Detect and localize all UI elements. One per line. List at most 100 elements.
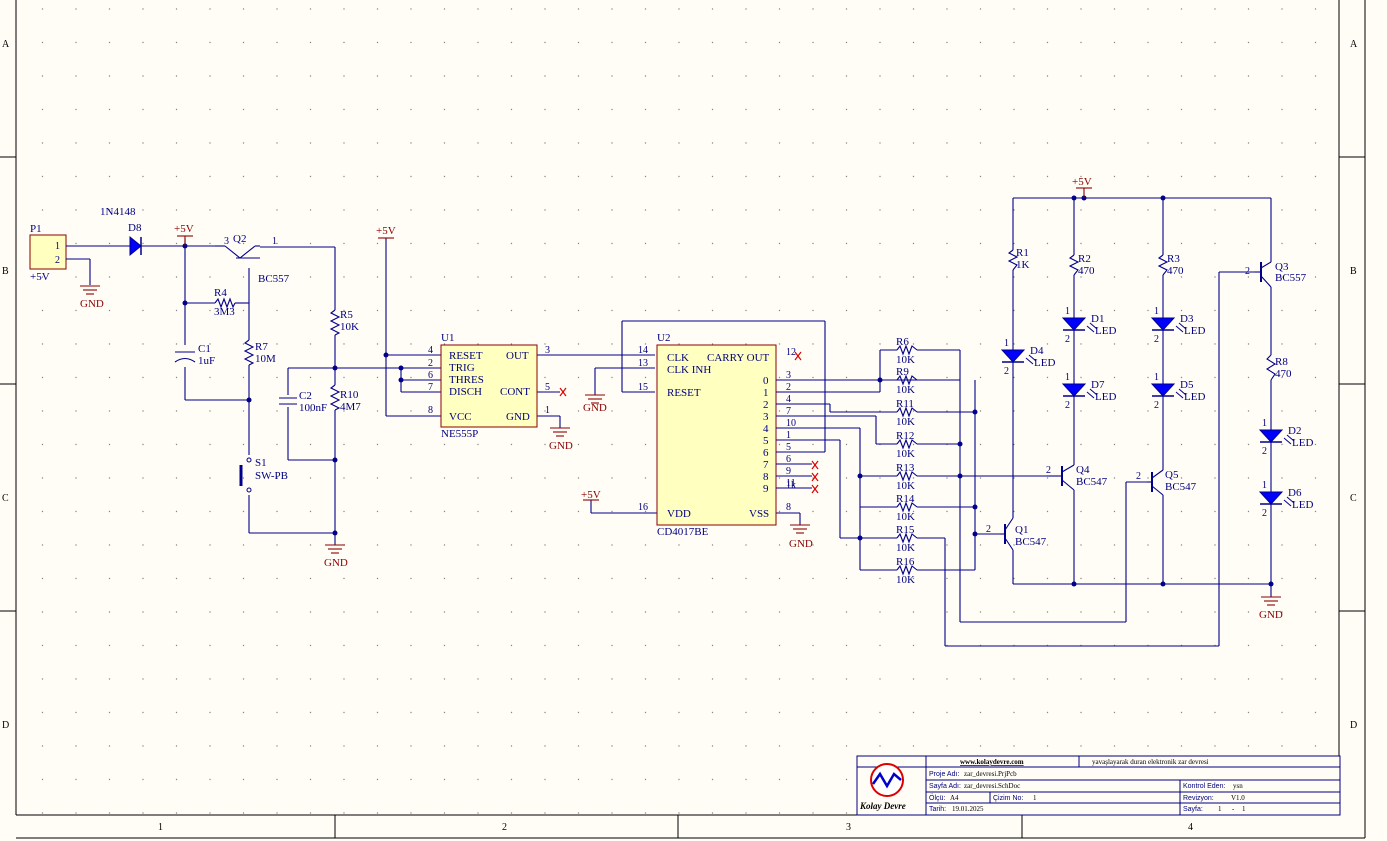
u2-output-pin-num: 10 <box>786 418 796 429</box>
u2-pin-num: 16 <box>638 502 648 513</box>
page-label: Sayfa Adı: <box>929 783 961 790</box>
u2-output-label: 8 <box>763 471 769 483</box>
checked-label: Kontrol Eden: <box>1183 783 1225 790</box>
page-value: zar_devresi.SchDoc <box>964 782 1020 790</box>
capacitor-c1[interactable]: C1 1uF <box>174 343 215 367</box>
transistor-q3[interactable]: Q3 BC557 2 <box>1245 261 1307 288</box>
resistor-r2[interactable]: R2 470 <box>1068 253 1095 277</box>
led-triangle <box>1150 317 1176 331</box>
led-light-arrow <box>1089 322 1098 330</box>
u2-output-label: 9 <box>763 483 769 495</box>
vcc-label: +5V <box>174 223 194 235</box>
transistor-q2[interactable]: Q2 3 1 BC557 <box>224 233 290 285</box>
u1-pin-num: 6 <box>428 370 433 381</box>
led-pin-num: 1 <box>1004 338 1009 349</box>
q3-pin2: 2 <box>1245 266 1250 277</box>
u1-pin-thres: THRES <box>449 374 484 386</box>
q2-pin3: 3 <box>224 236 229 247</box>
led-pin-num: 2 <box>1154 400 1159 411</box>
led-light-arrow <box>1025 357 1034 365</box>
gnd-label: GND <box>549 440 573 452</box>
c2-value: 100nF <box>299 402 327 414</box>
zone-row-label: D <box>1350 720 1357 731</box>
resistor-r4[interactable]: R4 3M3 <box>214 287 236 318</box>
gnd-symbol: GND <box>80 285 104 310</box>
led-light-arrow <box>1283 437 1292 445</box>
u2-output-label: 0 <box>763 375 769 387</box>
gnd-label: GND <box>1259 609 1283 621</box>
resistor-r10[interactable]: R10 4M7 <box>329 384 361 413</box>
sheet-total: 1 <box>1242 805 1246 813</box>
p1-value: +5V <box>30 271 50 283</box>
switch-s1[interactable]: S1 SW-PB <box>239 455 288 495</box>
logo-text: Kolay Devre <box>859 801 906 811</box>
zone-row-label: B <box>2 266 9 277</box>
resistor-zigzag <box>896 532 918 544</box>
resistor-r7[interactable]: R7 10M <box>243 339 276 366</box>
title-description: yavaşlayarak duran elektronik zar devres… <box>1092 758 1209 766</box>
u2-output-pin-num: 4 <box>786 394 791 405</box>
c1-value: 1uF <box>198 355 215 367</box>
led-pin-num: 2 <box>1065 334 1070 345</box>
transistor-q5[interactable]: Q5 BC547 2 <box>1136 469 1197 496</box>
u2-output-label: 3 <box>763 411 769 423</box>
p1-pin1: 1 <box>55 241 60 252</box>
zone-row-label: A <box>2 39 10 50</box>
led-pin-num: 2 <box>1004 366 1009 377</box>
u2-pin-num: 14 <box>638 345 648 356</box>
q1-ref: Q1 <box>1015 524 1028 536</box>
connector-p1[interactable]: P1 1 2 +5V <box>29 223 67 283</box>
r13-ref: R13 <box>896 462 915 474</box>
led-triangle <box>1258 491 1284 505</box>
r3-ref: R3 <box>1167 253 1180 265</box>
vcc-symbol: +5V <box>1072 176 1092 198</box>
led-light-arrow <box>1028 354 1037 362</box>
r2-ref: R2 <box>1078 253 1091 265</box>
ic-u2-cd4017[interactable]: U2 CD4017BE CLK CLK INH RESET VDD 14 13 … <box>638 332 812 538</box>
ic-u1-ne555[interactable]: U1 NE555P RESET TRIG THRES DISCH VCC 4 2… <box>428 332 550 440</box>
nc-label: 1k <box>786 480 796 491</box>
led-light-arrow <box>1178 388 1187 396</box>
website-link[interactable]: www.kolaydevre.com <box>960 758 1024 766</box>
resistor-r5[interactable]: R5 10K <box>329 309 359 336</box>
u2-output-label: 7 <box>763 459 769 471</box>
led-pin-num: 2 <box>1065 400 1070 411</box>
diode-d8[interactable]: 1N4148 D8 <box>100 206 142 257</box>
u1-pin-cont: CONT <box>500 386 530 398</box>
resistor-r8[interactable]: R8 470 <box>1265 354 1292 381</box>
u2-output-pin-num: 1 <box>786 430 791 441</box>
capacitor-c2[interactable]: C2 100nF <box>279 390 327 414</box>
transistor-q4[interactable]: Q4 BC547 2 <box>1046 464 1108 491</box>
q4-value: BC547 <box>1076 476 1108 488</box>
led-triangle <box>1258 429 1284 443</box>
u2-output-pin-num: 3 <box>786 370 791 381</box>
u2-pin-vss: VSS <box>749 508 769 520</box>
d3-value: LED <box>1184 325 1205 337</box>
r12-value: 10K <box>896 448 915 460</box>
r15-value: 10K <box>896 542 915 554</box>
transistor-q1[interactable]: Q1 BC547 2 <box>986 517 1047 551</box>
r8-ref: R8 <box>1275 356 1288 368</box>
u2-output-pin-num: 5 <box>786 442 791 453</box>
r10-value: 4M7 <box>340 401 361 413</box>
r3-value: 470 <box>1167 265 1184 277</box>
resistor-r3[interactable]: R3 470 <box>1157 253 1184 277</box>
u1-pin-num: 2 <box>428 358 433 369</box>
resistor-r1[interactable]: R1 1K <box>1007 247 1030 271</box>
drawno-label: Çizim No: <box>993 795 1023 802</box>
